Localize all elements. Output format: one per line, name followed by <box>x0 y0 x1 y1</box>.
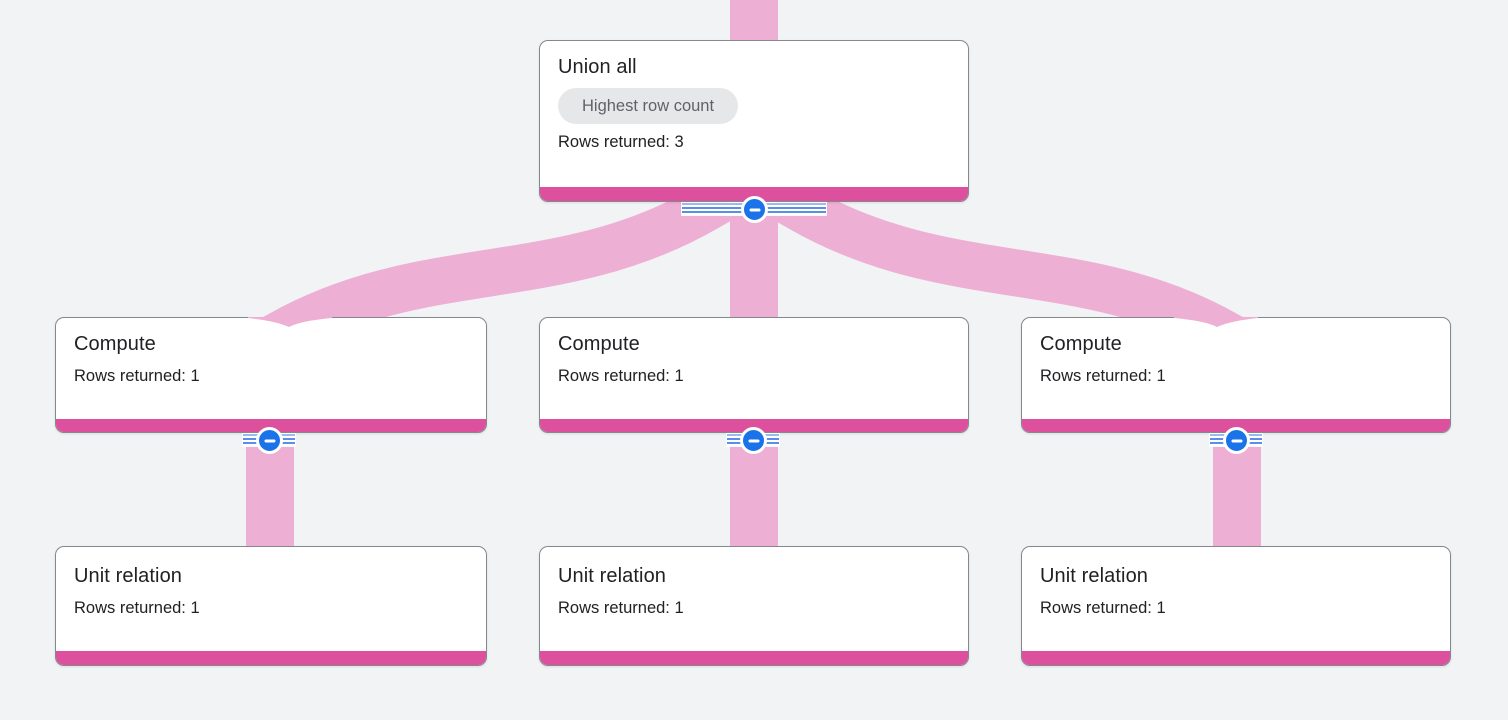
rows-returned-label: Rows returned: 1 <box>1040 367 1166 385</box>
edge-compute-1-to-unit-relation-1 <box>246 440 294 550</box>
node-accent-bar <box>540 651 968 665</box>
node-compute-1[interactable]: Compute Rows returned: 1 <box>55 317 487 433</box>
node-title: Unit relation <box>74 565 183 587</box>
rows-returned-label: Rows returned: 1 <box>558 599 684 617</box>
collapse-button-union-all[interactable] <box>741 196 768 223</box>
highest-row-count-badge: Highest row count <box>558 88 739 124</box>
node-union-all[interactable]: Union all Highest row count Rows returne… <box>539 40 969 202</box>
node-title: Compute <box>558 333 640 355</box>
collapse-minus-icon <box>1231 439 1242 442</box>
collapse-minus-icon <box>749 208 760 211</box>
node-unit-relation-2[interactable]: Unit relation Rows returned: 1 <box>539 546 969 666</box>
rows-returned-label: Rows returned: 1 <box>74 599 200 617</box>
collapse-minus-icon <box>264 439 275 442</box>
node-accent-bar <box>56 651 486 665</box>
rows-returned-label: Rows returned: 3 <box>558 133 684 151</box>
rows-returned-label: Rows returned: 1 <box>1040 599 1166 617</box>
edge-union-all-to-compute-3 <box>767 175 1257 366</box>
node-title: Union all <box>558 56 637 78</box>
collapse-minus-icon <box>748 439 759 442</box>
node-title: Unit relation <box>558 565 667 587</box>
node-title: Unit relation <box>1040 565 1149 587</box>
node-compute-3[interactable]: Compute Rows returned: 1 <box>1021 317 1451 433</box>
node-accent-bar <box>1022 651 1450 665</box>
collapse-button-compute-3[interactable] <box>1223 427 1250 454</box>
edge-top-to-union-all <box>730 0 778 45</box>
collapse-button-compute-1[interactable] <box>256 427 283 454</box>
node-unit-relation-1[interactable]: Unit relation Rows returned: 1 <box>55 546 487 666</box>
edge-compute-3-to-unit-relation-3 <box>1213 440 1261 550</box>
node-accent-bar <box>1022 419 1450 432</box>
node-accent-bar <box>56 419 486 432</box>
node-title: Compute <box>74 333 156 355</box>
node-title: Compute <box>1040 333 1122 355</box>
edge-union-all-to-compute-1 <box>249 175 739 366</box>
node-accent-bar <box>540 419 968 432</box>
node-compute-2[interactable]: Compute Rows returned: 1 <box>539 317 969 433</box>
rows-returned-label: Rows returned: 1 <box>74 367 200 385</box>
collapse-button-compute-2[interactable] <box>740 427 767 454</box>
node-unit-relation-3[interactable]: Unit relation Rows returned: 1 <box>1021 546 1451 666</box>
edge-compute-2-to-unit-relation-2 <box>730 440 778 550</box>
rows-returned-label: Rows returned: 1 <box>558 367 684 385</box>
